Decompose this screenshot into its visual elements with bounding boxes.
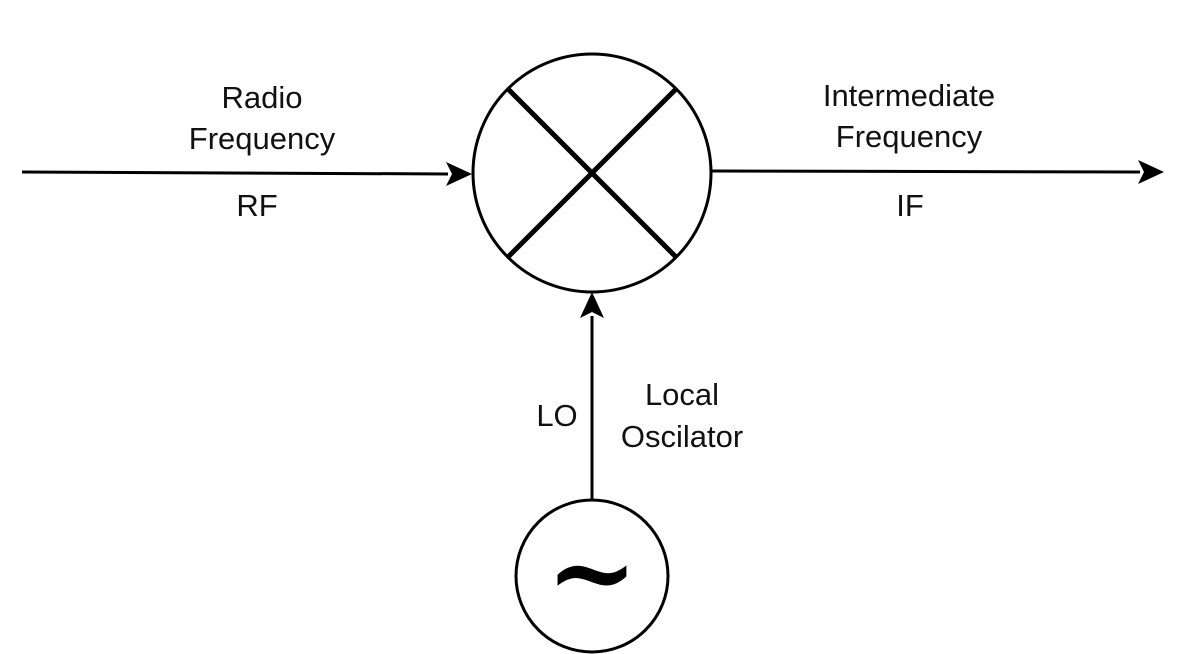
if-label-line2: Frequency xyxy=(836,119,983,154)
mixer-symbol xyxy=(471,52,713,294)
rf-input-arrow xyxy=(21,162,472,186)
lo-label-line2: Oscilator xyxy=(621,419,743,454)
rf-label-line1: Radio xyxy=(222,80,303,115)
if-output-arrow xyxy=(711,160,1164,184)
lo-input-arrow xyxy=(580,292,604,500)
local-oscillator-symbol: ~ xyxy=(514,498,670,654)
lo-label-line1: Local xyxy=(645,377,719,412)
if-abbreviation: IF xyxy=(896,188,924,223)
oscillator-tilde-icon: ~ xyxy=(546,507,638,636)
rf-label-line2: Frequency xyxy=(189,121,336,156)
rf-abbreviation: RF xyxy=(236,188,277,223)
if-label-line1: Intermediate xyxy=(823,78,995,113)
lo-abbreviation: LO xyxy=(536,398,577,433)
